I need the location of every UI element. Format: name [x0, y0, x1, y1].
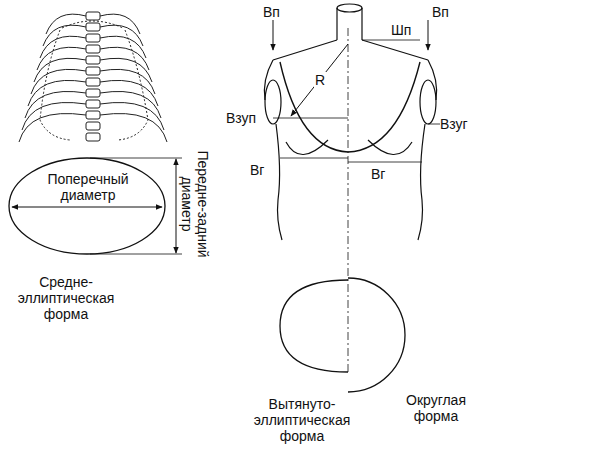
vertebra: [86, 122, 100, 130]
rib: [100, 80, 158, 106]
vertebra: [86, 89, 100, 97]
ribcage: [19, 14, 167, 142]
spine: [86, 12, 100, 141]
rib: [28, 80, 86, 106]
round-half: [348, 278, 405, 392]
rib: [100, 114, 167, 142]
axis-label: Передне-задний диаметр: [179, 149, 211, 259]
measure-label: Шп: [390, 22, 416, 38]
axis-label: Поперечный диаметр: [42, 171, 134, 203]
measure-line: [348, 162, 422, 163]
vertebra: [86, 45, 100, 53]
torso: [264, 4, 436, 240]
center-axis: [348, 28, 349, 372]
measure-label: Вп: [263, 4, 287, 20]
measure-line: [428, 124, 440, 125]
rib: [19, 114, 86, 142]
form-caption: Средне-эллиптическая форма: [14, 274, 118, 322]
measure-line: [362, 40, 420, 41]
depth-arrow: [176, 159, 177, 253]
extension-line: [90, 254, 182, 255]
form-caption: Округлая форма: [396, 392, 476, 424]
measure-label: Взуп: [226, 110, 266, 126]
vertebra: [86, 133, 100, 141]
extension-line: [90, 158, 182, 159]
form-caption: Вытянуто-эллиптическая форма: [244, 396, 360, 444]
rib: [100, 69, 155, 94]
rib: [22, 102, 86, 130]
rib: [100, 102, 164, 130]
radius-line: [291, 44, 348, 116]
vertebra: [86, 111, 100, 119]
ellipse-outline: [9, 158, 165, 254]
vertebra: [86, 34, 100, 42]
measure-label: Взуг: [440, 116, 480, 132]
measure-label: Вг: [370, 166, 398, 182]
transverse-arrow: [12, 207, 162, 208]
elongated-half: [280, 280, 348, 372]
vertebra: [86, 56, 100, 64]
measure-label: R: [314, 72, 330, 88]
measure-label: Вг: [250, 162, 276, 178]
rib: [46, 14, 86, 34]
vertebra: [86, 100, 100, 108]
measure-label: Вп: [432, 4, 456, 20]
vertebra: [86, 23, 100, 31]
shoulder-arrow: [428, 20, 429, 50]
shoulder-arrow: [273, 20, 274, 50]
rib: [100, 14, 140, 34]
vertebra: [86, 78, 100, 86]
vertebra: [86, 67, 100, 75]
rib: [31, 69, 86, 94]
measure-line: [280, 158, 348, 159]
vertebra: [86, 12, 100, 20]
measure-line: [273, 118, 348, 119]
